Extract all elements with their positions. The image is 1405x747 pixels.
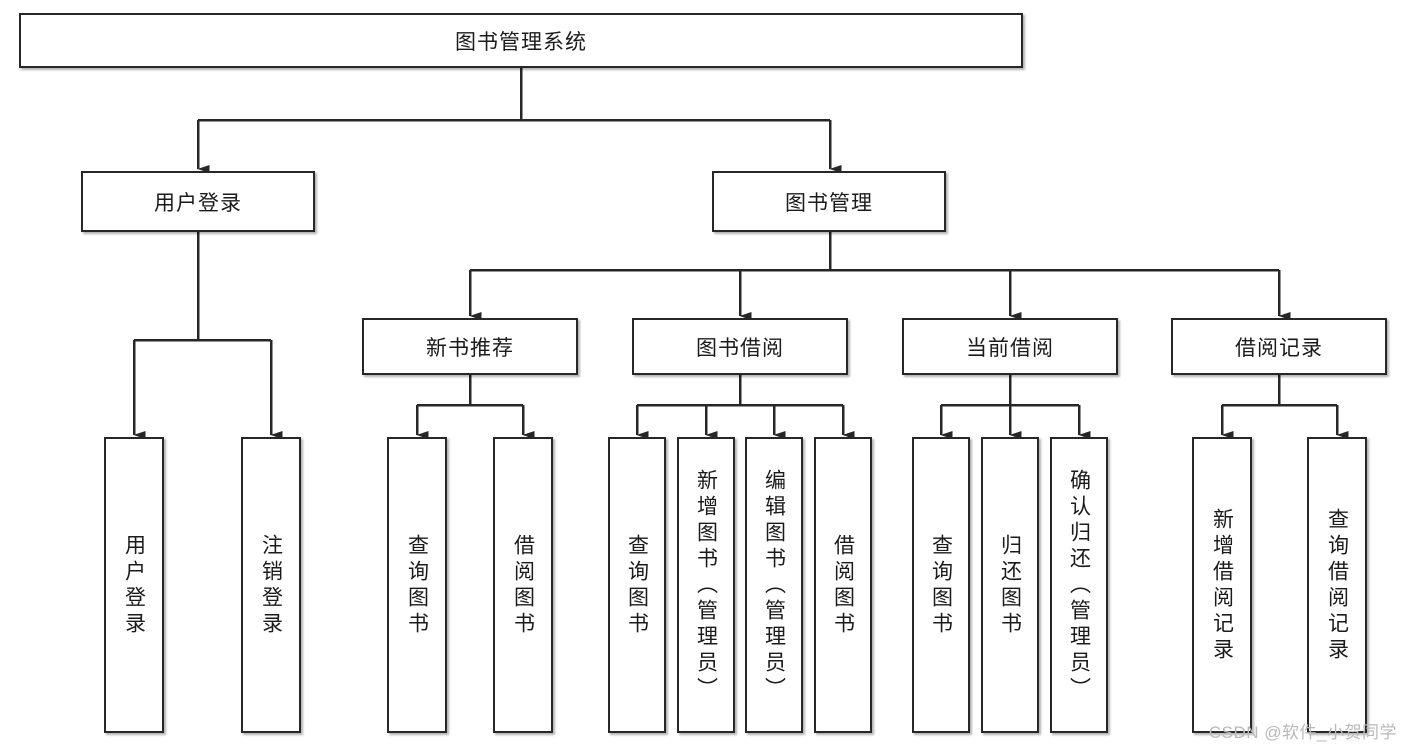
node-label: 图书管理 (785, 191, 873, 215)
node-leaf-query-book-3[interactable]: 查询图书 (912, 437, 970, 733)
node-leaf-return-book[interactable]: 归还图书 (981, 437, 1039, 733)
node-label: 新书推荐 (426, 336, 514, 360)
node-leaf-borrow-book-2[interactable]: 借阅图书 (814, 437, 872, 733)
node-label: 用户登录 (122, 534, 146, 638)
node-leaf-query-book-2[interactable]: 查询图书 (608, 437, 666, 733)
node-current-borrow[interactable]: 当前借阅 (902, 318, 1118, 375)
node-new-book-recommend[interactable]: 新书推荐 (362, 318, 578, 375)
node-label: 图书管理系统 (455, 30, 587, 54)
node-leaf-borrow-book-1[interactable]: 借阅图书 (493, 437, 553, 733)
node-label: 编辑图书（管理员） (762, 469, 786, 703)
node-leaf-query-book-1[interactable]: 查询图书 (387, 437, 447, 733)
csdn-watermark: CSDN @软件_小贺同学 (1208, 723, 1397, 742)
node-leaf-user-login[interactable]: 用户登录 (104, 437, 164, 733)
node-root-book-management-system[interactable]: 图书管理系统 (19, 13, 1023, 68)
node-label: 当前借阅 (966, 336, 1054, 360)
node-label: 新增图书（管理员） (694, 469, 718, 703)
node-leaf-add-record[interactable]: 新增借阅记录 (1192, 437, 1252, 733)
node-label: 图书借阅 (696, 336, 784, 360)
node-book-borrow[interactable]: 图书借阅 (632, 318, 848, 375)
node-label: 查询图书 (405, 534, 429, 638)
node-book-management[interactable]: 图书管理 (712, 171, 946, 232)
node-label: 查询借阅记录 (1325, 508, 1349, 664)
node-label: 借阅图书 (831, 534, 855, 638)
node-borrow-record[interactable]: 借阅记录 (1171, 318, 1387, 375)
node-label: 查询图书 (929, 534, 953, 638)
node-leaf-query-record[interactable]: 查询借阅记录 (1307, 437, 1367, 733)
node-user-login[interactable]: 用户登录 (81, 171, 315, 232)
node-label: 借阅记录 (1235, 336, 1323, 360)
node-label: 归还图书 (998, 534, 1022, 638)
node-leaf-logout-login[interactable]: 注销登录 (241, 437, 301, 733)
node-label: 查询图书 (625, 534, 649, 638)
node-label: 确认归还（管理员） (1067, 469, 1091, 703)
node-leaf-edit-book[interactable]: 编辑图书（管理员） (745, 437, 803, 733)
node-leaf-add-book[interactable]: 新增图书（管理员） (677, 437, 735, 733)
node-leaf-confirm-return[interactable]: 确认归还（管理员） (1050, 437, 1108, 733)
node-label: 注销登录 (259, 534, 283, 638)
node-label: 借阅图书 (511, 534, 535, 638)
node-label: 用户登录 (154, 191, 242, 215)
node-label: 新增借阅记录 (1210, 508, 1234, 664)
